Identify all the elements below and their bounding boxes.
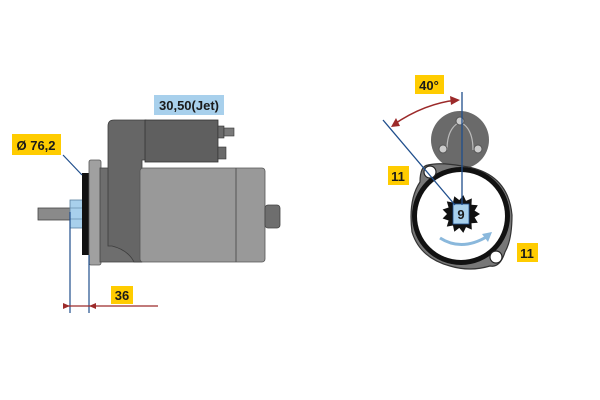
diameter-label: Ø 76,2 [16, 138, 55, 153]
flange-seal [82, 173, 90, 255]
angle-label-box [415, 75, 444, 94]
motor-body [139, 167, 266, 263]
distance-label: 36 [115, 288, 129, 303]
side-view: 30,50(Jet) Ø 76,2 36 [12, 95, 281, 313]
hole-label-left-box [388, 166, 409, 185]
hole-label-right-box [517, 243, 538, 262]
pinion [69, 199, 84, 229]
solenoid [144, 119, 219, 163]
front-view: 9 40° 11 11 [382, 75, 538, 270]
diameter-leader [62, 154, 83, 176]
terminal-label: 30,50(Jet) [159, 98, 219, 113]
terminal-bottom [217, 146, 227, 160]
teeth-label-box [452, 203, 470, 225]
terminal-top [217, 125, 225, 139]
mounting-flange [88, 159, 102, 266]
angle-label: 40° [419, 78, 439, 93]
diameter-label-box [12, 134, 61, 155]
hole-label-right: 11 [520, 246, 534, 261]
shaft [37, 207, 75, 221]
teeth-label: 9 [457, 207, 464, 222]
end-bearing [264, 204, 281, 229]
angle-line-diagonal [382, 119, 456, 206]
solenoid-cap [431, 111, 489, 169]
terminal-label-box [154, 95, 224, 115]
distance-label-box [111, 286, 133, 304]
rotation-arrow [439, 234, 489, 246]
mount-hole-right [489, 250, 503, 264]
mount-hole-left [423, 165, 437, 179]
hole-label-left: 11 [391, 169, 405, 184]
